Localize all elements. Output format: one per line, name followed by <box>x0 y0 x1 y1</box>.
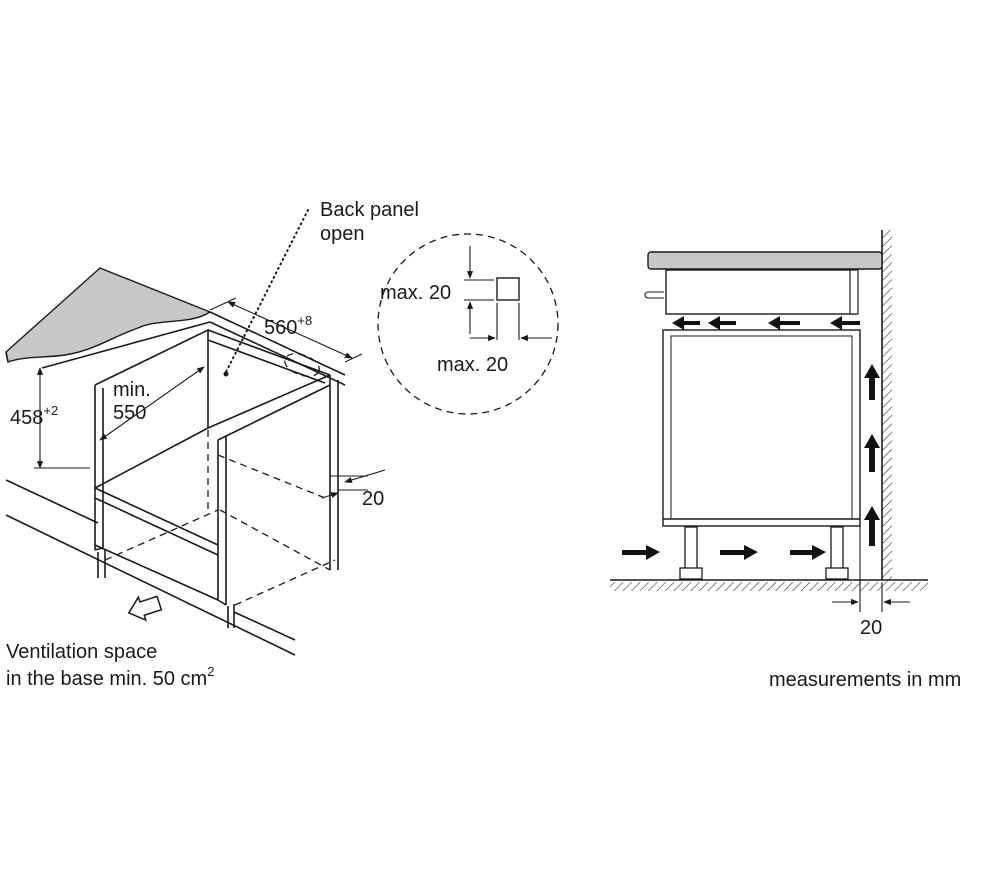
worktop <box>647 251 883 270</box>
ventilation-label-line1: Ventilation space <box>6 641 157 663</box>
units-note: measurements in mm <box>769 669 961 691</box>
oven-cabinet <box>662 329 861 527</box>
depth-label-line1: min. <box>113 379 151 401</box>
airflow-right-arrow-icon <box>622 545 660 560</box>
wall-gap-label: 20 <box>860 617 882 639</box>
countertop <box>5 267 212 363</box>
back-panel-label-line1: Back panel <box>320 199 419 221</box>
height-dimension-label: 458+2 <box>10 403 58 429</box>
wall <box>882 230 892 582</box>
cabinet-frame <box>94 328 339 606</box>
airflow-up-arrow-icon <box>864 364 880 400</box>
detail-circle-view: max. 20 max. 20 <box>377 233 559 415</box>
hob-body <box>665 269 857 315</box>
depth-label-line2: 550 <box>113 402 146 424</box>
gap-square <box>496 277 520 301</box>
side-gap-label: 20 <box>362 488 384 510</box>
airflow-arrows-bottom <box>622 545 826 560</box>
airflow-left-arrow-icon <box>830 316 860 330</box>
airflow-arrows-up <box>864 364 880 546</box>
back-panel-label-line2: open <box>320 223 365 245</box>
airflow-up-arrow-icon <box>864 506 880 546</box>
airflow-arrows-top <box>672 316 860 330</box>
width-dimension-label: 560+8 <box>264 313 312 339</box>
floor <box>610 582 928 591</box>
airflow-right-arrow-icon <box>790 545 826 560</box>
cabinet-perspective-view: Back panel open 560+8 min. 550 458+2 20 … <box>5 199 419 690</box>
airflow-left-arrow-icon <box>708 316 736 330</box>
airflow-left-arrow-icon <box>672 316 700 330</box>
vertical-max-label: max. 20 <box>380 282 451 304</box>
horizontal-max-label: max. 20 <box>437 354 508 376</box>
ventilation-arrow-icon <box>127 595 163 622</box>
ventilation-label-line2: in the base min. 50 cm2 <box>6 664 214 690</box>
side-section-view: 20 measurements in mm <box>610 230 961 691</box>
airflow-left-arrow-icon <box>768 316 800 330</box>
airflow-right-arrow-icon <box>720 545 758 560</box>
airflow-up-arrow-icon <box>864 434 880 472</box>
